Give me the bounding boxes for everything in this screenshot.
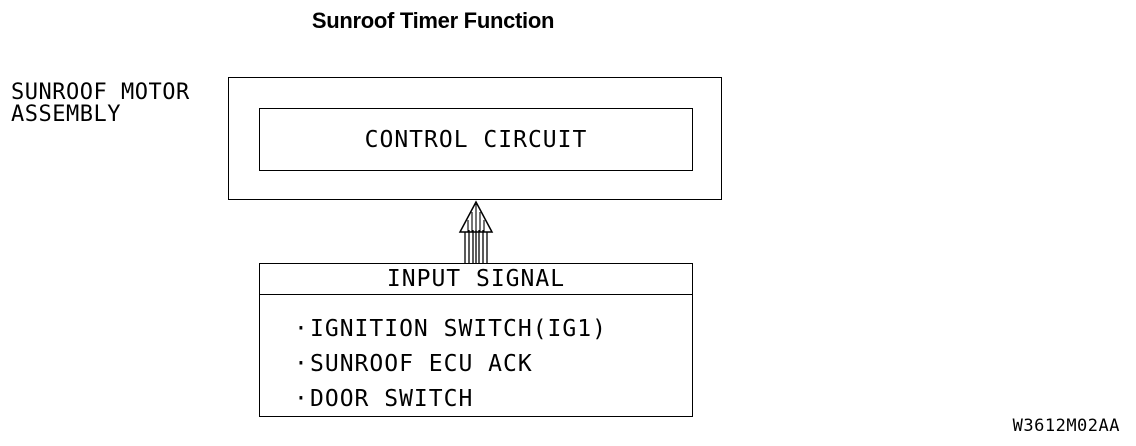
input-signal-header-label: INPUT SIGNAL (386, 266, 566, 292)
bullet-icon: · (294, 386, 309, 412)
assembly-label-line1: SUNROOF MOTOR (11, 80, 190, 105)
input-signal-box: INPUT SIGNAL ·IGNITION SWITCH(IG1) ·SUNR… (259, 263, 693, 417)
assembly-label: SUNROOF MOTOR ASSEMBLY (11, 82, 190, 126)
input-signal-item: IGNITION SWITCH(IG1) (310, 316, 607, 342)
signal-arrow-icon (458, 200, 494, 264)
diagram-title: Sunroof Timer Function (311, 8, 555, 33)
input-signal-list: ·IGNITION SWITCH(IG1) ·SUNROOF ECU ACK ·… (294, 312, 607, 417)
list-item: ·DOOR SWITCH (294, 382, 607, 417)
list-item: ·IGNITION SWITCH(IG1) (294, 312, 607, 347)
bullet-icon: · (294, 351, 309, 377)
sunroof-motor-assembly-box (228, 77, 722, 200)
input-signal-item: SUNROOF ECU ACK (310, 351, 533, 377)
control-circuit-label: CONTROL CIRCUIT (364, 126, 588, 153)
input-signal-header: INPUT SIGNAL (260, 264, 692, 295)
figure-id: W3612M02AA (1012, 416, 1120, 436)
bullet-icon: · (294, 316, 309, 342)
assembly-label-line2: ASSEMBLY (11, 102, 121, 127)
list-item: ·SUNROOF ECU ACK (294, 347, 607, 382)
input-signal-item: DOOR SWITCH (310, 386, 474, 412)
control-circuit-box: CONTROL CIRCUIT (259, 108, 693, 171)
